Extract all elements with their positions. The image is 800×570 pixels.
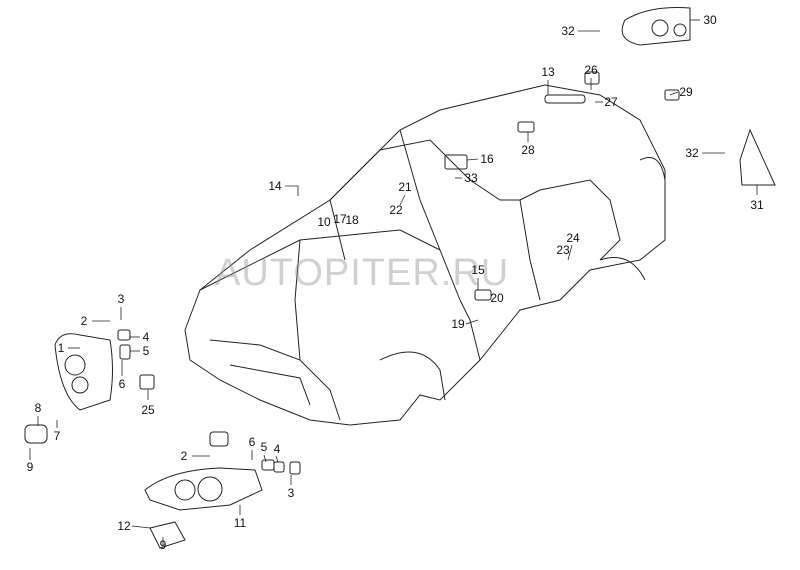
- callout-31: 31: [750, 198, 764, 212]
- callout-29: 29: [679, 85, 693, 99]
- callout-25: 25: [141, 403, 155, 417]
- callout-3a: 3: [117, 292, 125, 306]
- callout-3b: 3: [287, 486, 295, 500]
- callout-22: 22: [389, 203, 403, 217]
- rear-lamp-top: [621, 7, 691, 46]
- callout-23: 23: [556, 243, 570, 257]
- callout-11: 11: [233, 516, 247, 530]
- callout-30: 30: [703, 13, 717, 27]
- callout-27: 27: [604, 95, 618, 109]
- callout-15: 15: [471, 263, 485, 277]
- callout-28: 28: [521, 143, 535, 157]
- car-body-detail-lines: [199, 129, 666, 421]
- callout-5b: 5: [260, 440, 268, 454]
- callout-13: 13: [541, 65, 555, 79]
- callout-2b: 2: [180, 449, 188, 463]
- small-parts: [117, 71, 680, 475]
- callout-4a: 4: [142, 330, 150, 344]
- front-headlamp: [144, 467, 263, 511]
- callout-6a: 6: [118, 377, 126, 391]
- callout-6b: 6: [248, 435, 256, 449]
- callout-5a: 5: [142, 344, 150, 358]
- callout-1: 1: [57, 341, 65, 355]
- left-headlamp: [54, 333, 113, 411]
- callout-17: 17: [333, 212, 347, 226]
- rear-lamp-right: [739, 128, 776, 186]
- callout-16: 16: [480, 152, 494, 166]
- callout-21: 21: [398, 180, 412, 194]
- callout-26: 26: [584, 63, 598, 77]
- leader-lines: [29, 19, 758, 545]
- fog-lamp-front: [149, 521, 186, 549]
- callout-32a: 32: [561, 24, 575, 38]
- callout-32b: 32: [685, 146, 699, 160]
- callout-14: 14: [268, 179, 282, 193]
- callout-19: 19: [451, 317, 465, 331]
- callout-2a: 2: [80, 314, 88, 328]
- callout-7: 7: [53, 429, 61, 443]
- callout-9b: 9: [159, 538, 167, 552]
- callout-18: 18: [345, 213, 359, 227]
- callout-12: 12: [117, 519, 131, 533]
- callout-24: 24: [566, 231, 580, 245]
- fog-lamp-left: [24, 424, 48, 444]
- watermark: AUTOPITER.RU: [215, 252, 510, 294]
- callout-10: 10: [317, 215, 331, 229]
- callout-20: 20: [490, 291, 504, 305]
- callout-8: 8: [34, 401, 42, 415]
- callout-4b: 4: [273, 442, 281, 456]
- callout-33: 33: [464, 171, 478, 185]
- callout-9a: 9: [26, 460, 34, 474]
